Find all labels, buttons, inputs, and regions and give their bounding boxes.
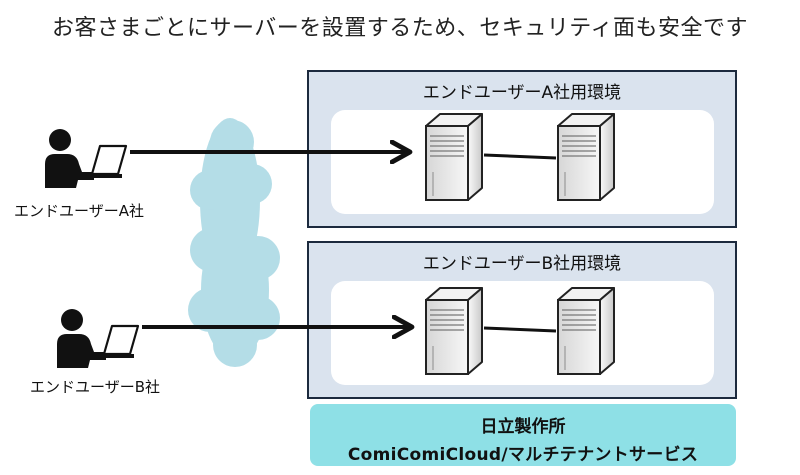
environment-a: エンドユーザーA社用環境 [307, 70, 737, 228]
server-link-b [483, 326, 557, 333]
provider-name: 日立製作所 [480, 417, 566, 437]
server-link-a [483, 153, 557, 160]
user-a-label: エンドユーザーA社 [14, 202, 144, 220]
environment-b: エンドユーザーB社用環境 [307, 241, 737, 399]
diagram-title: お客さまごとにサーバーを設置するため、セキュリティ面も安全です [52, 16, 748, 41]
server-a1-icon [424, 112, 484, 202]
server-b1-icon [424, 286, 484, 376]
cloud-icon [188, 118, 280, 367]
environment-b-label: エンドユーザーB社用環境 [422, 254, 622, 274]
user-b-label: エンドユーザーB社 [30, 378, 160, 396]
user-b-icon [55, 308, 140, 368]
provider-box: 日立製作所 ComiComiCloud/マルチテナントサービス [310, 404, 736, 466]
server-a2-icon [556, 112, 616, 202]
user-a-icon [43, 128, 128, 188]
service-name: ComiComiCloud/マルチテナントサービス [347, 445, 699, 465]
environment-a-label: エンドユーザーA社用環境 [422, 83, 622, 103]
server-b2-icon [556, 286, 616, 376]
